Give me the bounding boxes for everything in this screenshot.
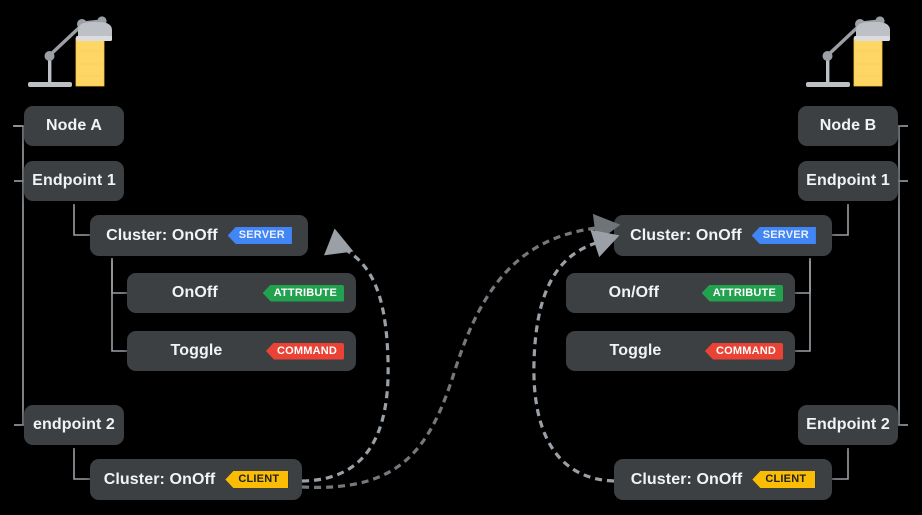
left-ep2-to-cluster	[73, 448, 90, 480]
command-badge: COMMAND	[265, 342, 344, 360]
command-badge: COMMAND	[704, 342, 783, 360]
link-left-client-to-left-server	[301, 228, 390, 483]
left-cluster-onoff-client-label: Cluster: OnOff	[103, 470, 216, 488]
node-a-label: Node A	[45, 117, 102, 134]
attribute-badge: ATTRIBUTE	[701, 284, 783, 302]
desk-lamp-icon-right	[800, 6, 900, 96]
right-cluster-onoff-client-label: Cluster: OnOff	[630, 470, 743, 488]
client-badge: CLIENT	[225, 471, 289, 488]
right-attribute-onoff-label: On/Off	[608, 284, 660, 301]
left-endpoint-1-box[interactable]: Endpoint 1	[24, 161, 124, 201]
node-a-box[interactable]: Node A	[24, 106, 124, 146]
left-cluster-onoff-server-box[interactable]: Cluster: OnOff SERVER	[90, 215, 308, 256]
right-attribute-onoff-box[interactable]: On/Off ATTRIBUTE	[566, 273, 795, 313]
left-ep1-to-cluster	[73, 204, 90, 236]
right-command-toggle-box[interactable]: Toggle COMMAND	[566, 331, 795, 371]
right-endpoint-2-box[interactable]: Endpoint 2	[798, 405, 898, 445]
client-badge: CLIENT	[752, 471, 816, 488]
left-endpoint-1-label: Endpoint 1	[32, 172, 116, 189]
right-endpoint-1-box[interactable]: Endpoint 1	[798, 161, 898, 201]
node-b-box[interactable]: Node B	[798, 106, 898, 146]
left-attribute-onoff-box[interactable]: OnOff ATTRIBUTE	[127, 273, 356, 313]
link-right-client-to-right-server	[532, 229, 620, 483]
right-command-toggle-label: Toggle	[609, 342, 662, 359]
server-badge: SERVER	[227, 227, 292, 244]
desk-lamp-icon-left	[22, 6, 122, 96]
right-endpoint-1-label: Endpoint 1	[806, 172, 890, 189]
right-cluster-onoff-server-box[interactable]: Cluster: OnOff SERVER	[614, 215, 832, 256]
right-ep2-to-cluster	[832, 448, 849, 480]
left-command-toggle-box[interactable]: Toggle COMMAND	[127, 331, 356, 371]
right-endpoint-2-label: Endpoint 2	[806, 416, 890, 433]
server-badge: SERVER	[751, 227, 816, 244]
left-command-toggle-label: Toggle	[170, 342, 223, 359]
right-cluster-onoff-server-label: Cluster: OnOff	[630, 226, 742, 244]
left-attribute-onoff-label: OnOff	[171, 284, 218, 301]
right-cluster-to-command	[795, 258, 811, 352]
left-endpoint-2-label: endpoint 2	[33, 416, 115, 433]
node-b-label: Node B	[819, 117, 877, 134]
left-cluster-onoff-client-box[interactable]: Cluster: OnOff CLIENT	[90, 459, 302, 500]
attribute-badge: ATTRIBUTE	[262, 284, 344, 302]
left-cluster-to-command	[111, 258, 127, 352]
link-left-client-to-right-server	[301, 213, 621, 489]
right-cluster-onoff-client-box[interactable]: Cluster: OnOff CLIENT	[614, 459, 832, 500]
left-endpoint-2-box[interactable]: endpoint 2	[24, 405, 124, 445]
left-cluster-onoff-server-label: Cluster: OnOff	[106, 226, 218, 244]
right-ep1-to-cluster	[832, 204, 849, 236]
